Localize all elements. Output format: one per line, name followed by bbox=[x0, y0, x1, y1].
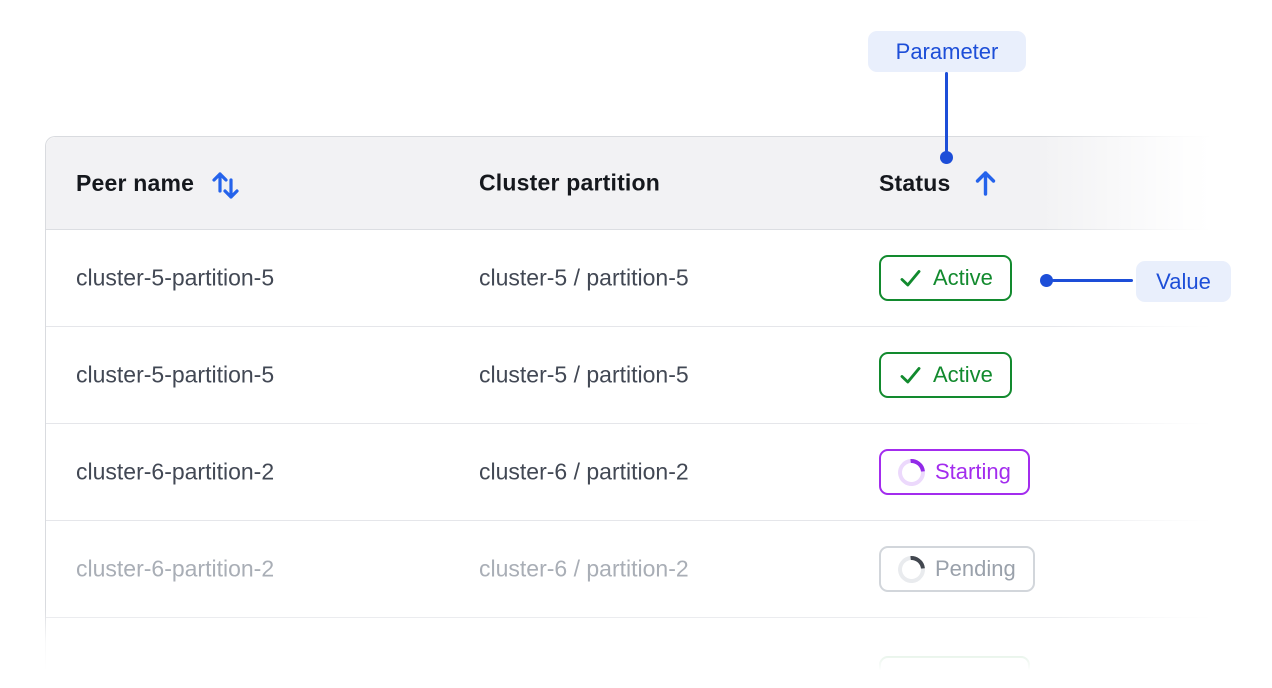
parameter-annotation-pill: Parameter bbox=[868, 31, 1026, 72]
status-badge-label: Pending bbox=[935, 556, 1016, 581]
status-badge-active: Active bbox=[879, 352, 1012, 398]
status-badge bbox=[879, 656, 1030, 688]
status-badge-active: Active bbox=[879, 255, 1012, 301]
check-icon bbox=[900, 366, 921, 383]
status-badge-pending: Pending bbox=[879, 546, 1035, 592]
status-cell: Starting bbox=[879, 449, 1030, 495]
column-label-status: Status bbox=[879, 169, 951, 196]
cluster-partition-cell: cluster-6 / partition-2 bbox=[479, 458, 689, 485]
column-header-peer-name[interactable]: Peer name bbox=[76, 166, 241, 200]
check-icon bbox=[900, 269, 921, 286]
peer-name-cell: cluster-5-partition-5 bbox=[76, 264, 275, 291]
parameter-connector-dot bbox=[940, 151, 953, 164]
cluster-partition-cell: cluster-5 / partition-5 bbox=[479, 361, 689, 388]
table-header-row: Peer name Cluster partition Status bbox=[46, 137, 1272, 230]
status-cell: Active bbox=[879, 352, 1012, 398]
peer-name-cell: cluster-6-partition-2 bbox=[76, 555, 275, 582]
column-header-cluster-partition[interactable]: Cluster partition bbox=[479, 170, 660, 197]
column-label-cluster-partition: Cluster partition bbox=[479, 169, 661, 196]
status-badge-label: Active bbox=[933, 362, 993, 387]
peer-name-cell: cluster-5-partition-5 bbox=[76, 361, 275, 388]
sort-ascending-icon[interactable] bbox=[972, 168, 999, 198]
peer-name-cell: cluster-6-partition-2 bbox=[76, 458, 275, 485]
sort-both-icon[interactable] bbox=[210, 166, 241, 200]
status-cell: Active bbox=[879, 255, 1012, 301]
table-row: cluster-5-partition-5 cluster-5 / partit… bbox=[46, 327, 1272, 424]
value-connector-dot bbox=[1040, 274, 1053, 287]
status-badge-starting: Starting bbox=[879, 449, 1030, 495]
status-cell: Pending bbox=[879, 546, 1035, 592]
peers-table: Peer name Cluster partition Status clust… bbox=[45, 136, 1272, 688]
cluster-partition-cell: cluster-5 / partition-5 bbox=[479, 264, 689, 291]
value-connector-line bbox=[1052, 279, 1133, 282]
parameter-connector-line bbox=[945, 72, 948, 152]
status-badge-label: Starting bbox=[935, 459, 1011, 484]
value-annotation-label: Value bbox=[1156, 268, 1211, 294]
status-badge-label: Active bbox=[933, 265, 993, 290]
value-annotation-pill: Value bbox=[1136, 261, 1231, 302]
table-row: cluster-6-partition-2 cluster-6 / partit… bbox=[46, 521, 1272, 618]
table-row bbox=[46, 618, 1272, 688]
column-label-peer-name: Peer name bbox=[76, 169, 195, 196]
spinner-icon bbox=[892, 549, 931, 589]
table-row: cluster-6-partition-2 cluster-6 / partit… bbox=[46, 424, 1272, 521]
spinner-icon bbox=[892, 452, 931, 492]
column-header-status[interactable]: Status bbox=[879, 168, 999, 198]
cluster-partition-cell: cluster-6 / partition-2 bbox=[479, 555, 689, 582]
status-cell bbox=[879, 656, 1030, 688]
parameter-annotation-label: Parameter bbox=[895, 38, 999, 64]
